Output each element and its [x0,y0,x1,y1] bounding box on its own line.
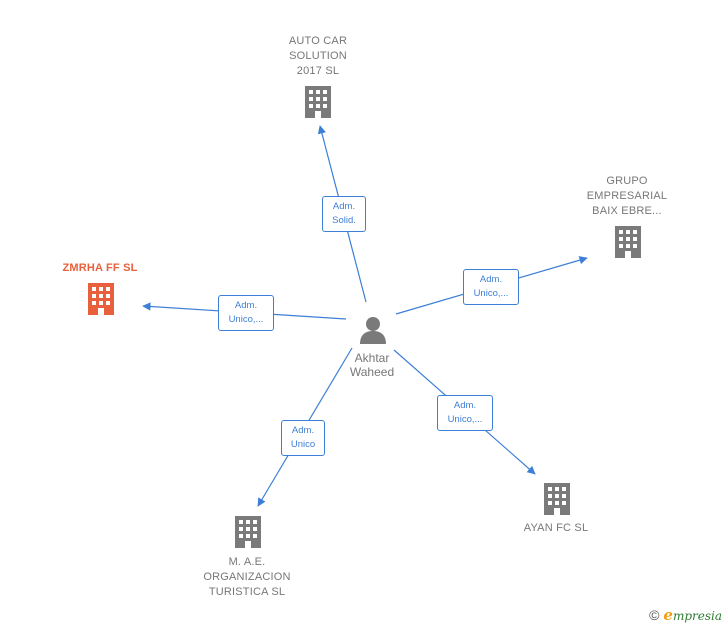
person-icon[interactable] [360,317,386,344]
building-icon[interactable] [88,283,114,315]
footer-brand: © empresia [649,606,722,624]
edge-label-auto-car: Adm. Solid. [322,196,366,232]
node-label-ayan[interactable]: AYAN FC SL [523,522,589,534]
copyright-icon: © [649,607,660,623]
edge-label-grupo: Adm. Unico,... [463,269,519,305]
node-label-mae[interactable]: M. A.E. ORGANIZACION TURISTICA SL [203,556,291,598]
person-name-label[interactable]: Akhtar Waheed [349,351,395,379]
node-label-grupo[interactable]: GRUPO EMPRESARIAL BAIX EBRE... [586,175,668,217]
building-icon[interactable] [544,483,570,515]
node-label-zmrha[interactable]: ZMRHA FF SL [62,262,138,274]
building-icon[interactable] [615,226,641,258]
node-label-auto-car[interactable]: AUTO CAR SOLUTION 2017 SL [288,35,348,77]
edge-label-mae: Adm. Unico [281,420,325,456]
edge-label-ayan: Adm. Unico,... [437,395,493,431]
brand-logo-text: mpresia [672,609,722,623]
building-icon[interactable] [305,86,331,118]
brand-logo[interactable]: empresia [663,606,722,624]
building-icon[interactable] [235,516,261,548]
edge-label-zmrha: Adm. Unico,... [218,295,274,331]
brand-logo-e: e [663,606,673,624]
